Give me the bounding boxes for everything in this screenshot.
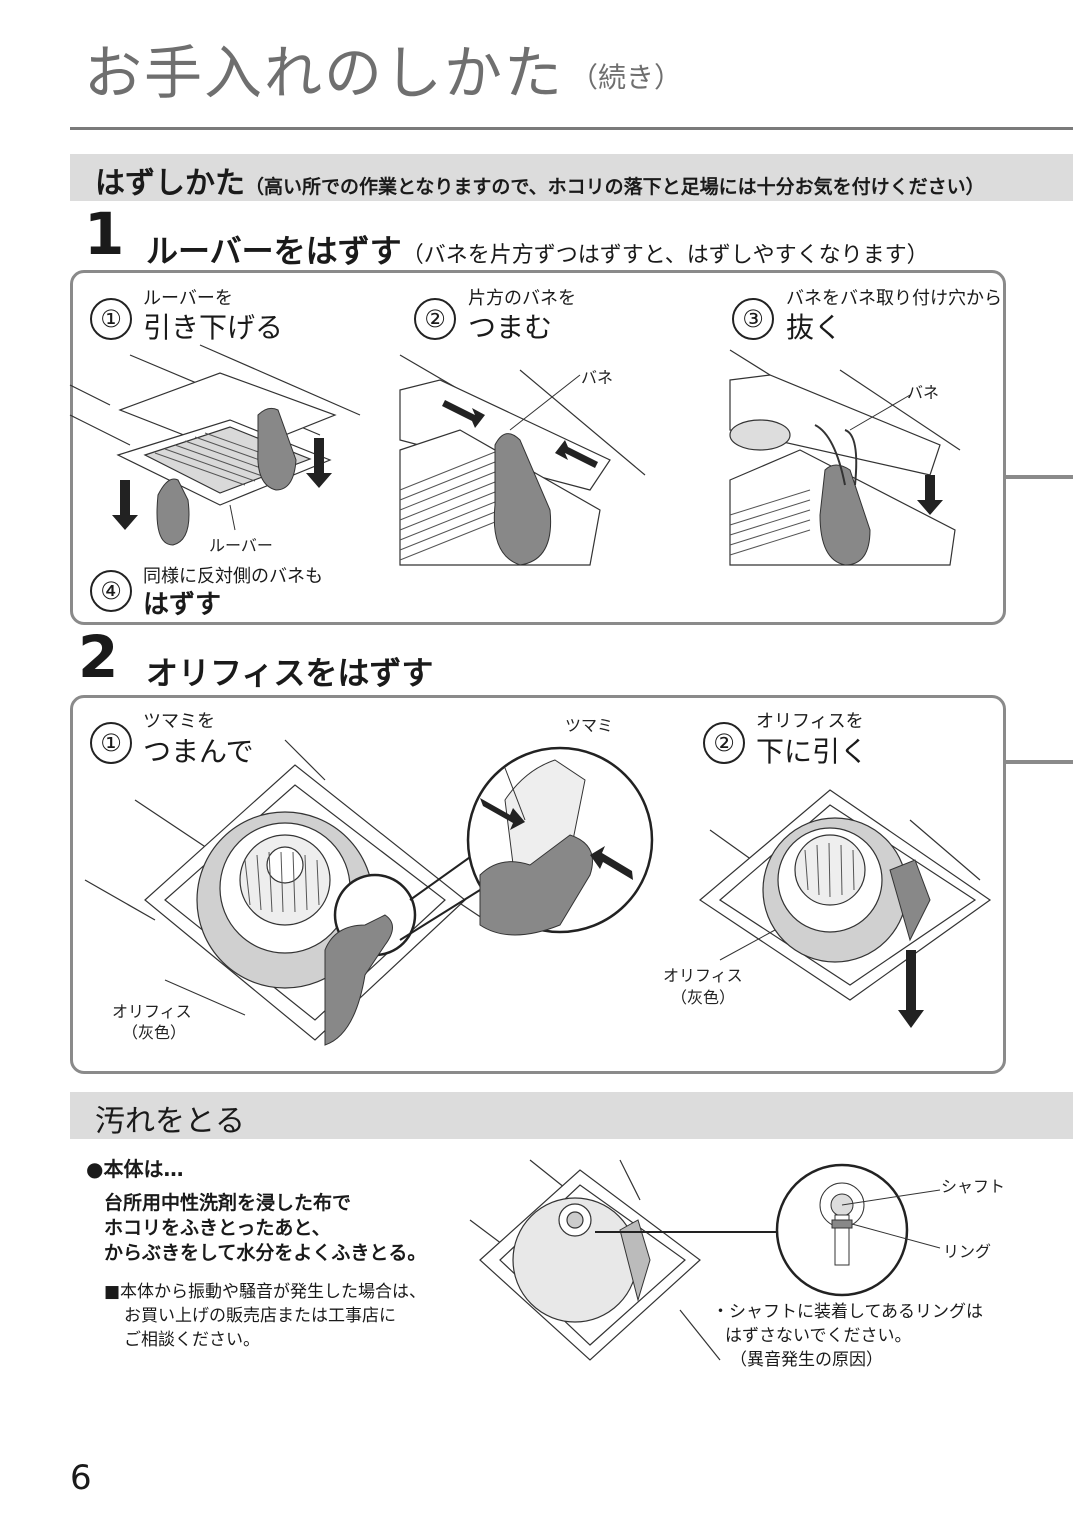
orifice-pull-illustration <box>699 789 992 1028</box>
page-number: 6 <box>70 1458 92 1498</box>
page-title: お手入れのしかた（続き） <box>84 26 682 110</box>
spring-label-2: バネ <box>907 383 940 402</box>
orifice-gray-label-2: （灰色） <box>671 988 736 1007</box>
step1-note: （バネを片方ずつはずすと、はずしやすくなります） <box>401 243 929 268</box>
knob-label: ツマミ <box>565 716 614 735</box>
section-band-remove <box>70 154 1073 201</box>
spring-label-1: バネ <box>581 368 614 387</box>
section-title-dirt: 汚れをとる <box>95 1104 245 1139</box>
louver-pull-illustration <box>69 344 361 546</box>
section-title-remove: はずしかた（高い所での作業となりますので、ホコリの落下と足場には十分お気を付けく… <box>95 158 985 202</box>
orifice-label-1: オリフィス <box>112 1002 192 1021</box>
step2-item2-big: 下に引く <box>756 735 869 768</box>
step1-item4-number: ④ <box>90 570 132 612</box>
step1-item4-small: 同様に反対側のバネも <box>143 566 323 587</box>
step1-item2-big: つまむ <box>468 311 553 344</box>
step2-item2-number: ② <box>703 722 745 764</box>
step2-item2-small: オリフィスを <box>756 711 864 732</box>
step1-item2-number: ② <box>414 298 456 340</box>
body-line-2: ホコリをふきとったあと、 <box>104 1217 331 1239</box>
note-line-2: お買い上げの販売店または工事店に <box>124 1306 396 1326</box>
body-heading: ●本体は… <box>86 1157 184 1181</box>
step1-item1-number: ① <box>90 298 132 340</box>
section-title-remove-text: はずしかた <box>95 166 245 201</box>
step2-number: 2 <box>78 623 119 691</box>
body-line-1: 台所用中性洗剤を浸した布で <box>104 1192 352 1214</box>
spring-pinch-illustration <box>399 354 646 566</box>
step1-item3-small: バネをバネ取り付け穴から <box>786 288 1002 309</box>
step1-item1-small: ルーバーを <box>143 288 233 309</box>
step1-item3-number: ③ <box>732 298 774 340</box>
orifice-gray-label-1: （灰色） <box>122 1023 187 1042</box>
step1-item2-small: 片方のバネを <box>468 288 576 309</box>
shaft-label: シャフト <box>941 1177 1006 1196</box>
caution-line-2: はずさないでください。 <box>725 1326 912 1346</box>
note-line-3: ご相談ください。 <box>124 1330 260 1350</box>
title-rule <box>70 127 1073 130</box>
step1-panel-tab <box>1003 475 1073 479</box>
step2-item1-small: ツマミを <box>143 711 215 732</box>
body-shaft-illustration <box>469 1159 941 1361</box>
orifice-label-2: オリフィス <box>663 966 743 985</box>
page-title-text: お手入れのしかた <box>84 39 565 107</box>
step2-item1-number: ① <box>90 722 132 764</box>
spring-remove-illustration <box>729 349 961 566</box>
step1-item1-big: 引き下げる <box>143 311 284 344</box>
orifice-knob-illustration <box>84 739 654 1046</box>
step1-number: 1 <box>84 200 125 268</box>
step2-title: オリフィスをはずす <box>146 654 434 692</box>
step1-title: ルーバーをはずす（バネを片方ずつはずすと、はずしやすくなります） <box>146 226 929 272</box>
step2-item1-big: つまんで <box>143 735 254 768</box>
page-title-sub: （続き） <box>570 61 683 94</box>
section-remove-note: （高い所での作業となりますので、ホコリの落下と足場には十分お気を付けください） <box>245 176 985 198</box>
section-band-dirt <box>70 1092 1073 1139</box>
step1-title-text: ルーバーをはずす <box>146 232 402 270</box>
step2-panel-tab <box>1003 760 1073 764</box>
step1-item3-big: 抜く <box>786 311 843 344</box>
caution-line-3: （異音発生の原因） <box>730 1350 883 1370</box>
note-line-1: ■本体から振動や騒音が発生した場合は、 <box>104 1282 427 1302</box>
body-line-3: からぶきをして水分をよくふきとる。 <box>104 1242 427 1264</box>
step1-item4-big: はずす <box>143 590 222 620</box>
louver-label: ルーバー <box>209 536 273 555</box>
caution-line-1: ・シャフトに装着してあるリングは <box>712 1302 983 1322</box>
ring-label: リング <box>943 1242 992 1261</box>
